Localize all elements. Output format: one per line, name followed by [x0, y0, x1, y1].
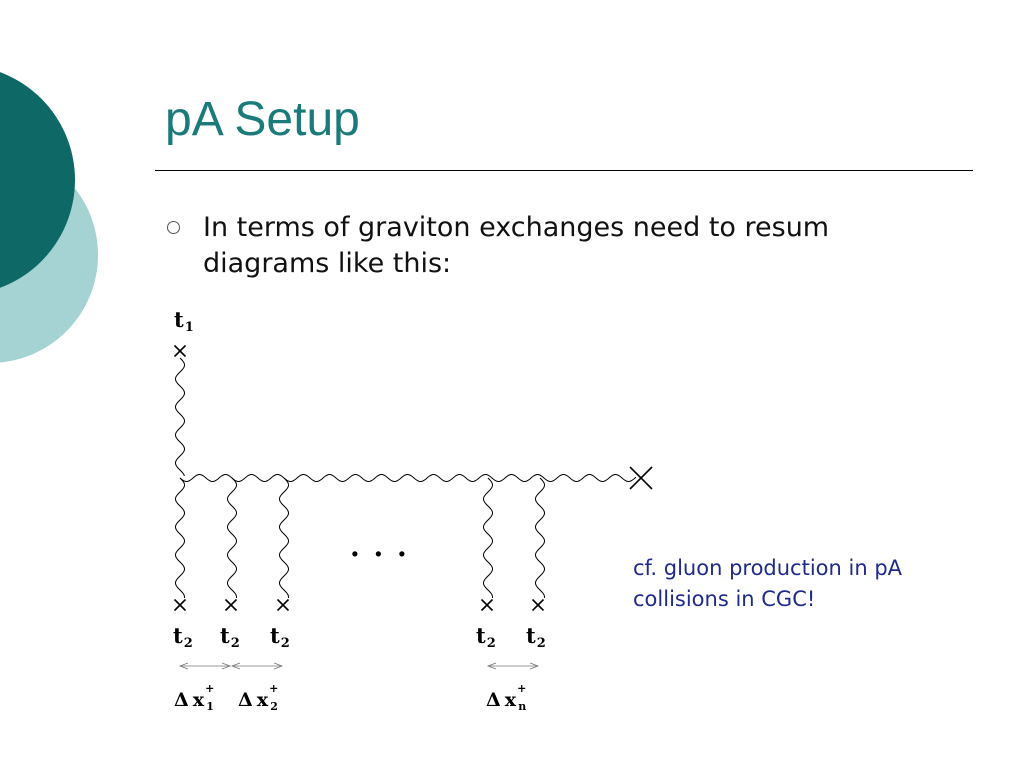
bottom-source-label: t2	[476, 623, 496, 651]
cross-marker-icon	[224, 598, 238, 612]
bullet-text: In terms of graviton exchanges need to r…	[203, 212, 830, 279]
top-source-label: t1	[174, 307, 194, 335]
arrow-head-icon	[273, 662, 284, 670]
side-note: cf. gluon production in pA collisions in…	[633, 556, 903, 611]
wavy-lines	[174, 357, 637, 599]
cross-marker-icon	[629, 466, 653, 490]
page-title: pA Setup	[165, 93, 360, 146]
separation-arrows	[178, 662, 540, 670]
arrow-head-icon	[486, 662, 497, 670]
bottom-source-label: t2	[220, 623, 240, 651]
wavy-line-vertical	[226, 477, 238, 599]
wavy-line-vertical	[174, 357, 186, 477]
arrow-head-icon	[178, 662, 189, 670]
cross-marker-icon	[173, 598, 187, 612]
wavy-line-vertical	[174, 477, 186, 599]
cross-marker-icon	[173, 344, 187, 358]
wavy-line-vertical	[534, 477, 546, 599]
dark-teal-circle	[0, 72, 75, 288]
bottom-source-label: t2	[173, 623, 193, 651]
arrow-head-icon	[230, 662, 241, 670]
wavy-line-vertical	[482, 477, 494, 599]
bullet-circle-icon	[167, 221, 180, 234]
cross-marker-icon	[480, 598, 494, 612]
cross-markers	[173, 344, 653, 612]
title-divider	[155, 170, 973, 171]
bottom-source-label: t2	[526, 623, 546, 651]
bottom-source-label: t2	[270, 623, 290, 651]
ellipsis: . . .	[350, 530, 409, 563]
decorative-circles	[0, 72, 98, 363]
cross-marker-icon	[531, 598, 545, 612]
arrow-head-icon	[221, 662, 232, 670]
wavy-line-horizontal	[179, 474, 637, 482]
arrow-head-icon	[529, 662, 540, 670]
wavy-line-vertical	[278, 477, 290, 599]
cross-marker-icon	[276, 598, 290, 612]
